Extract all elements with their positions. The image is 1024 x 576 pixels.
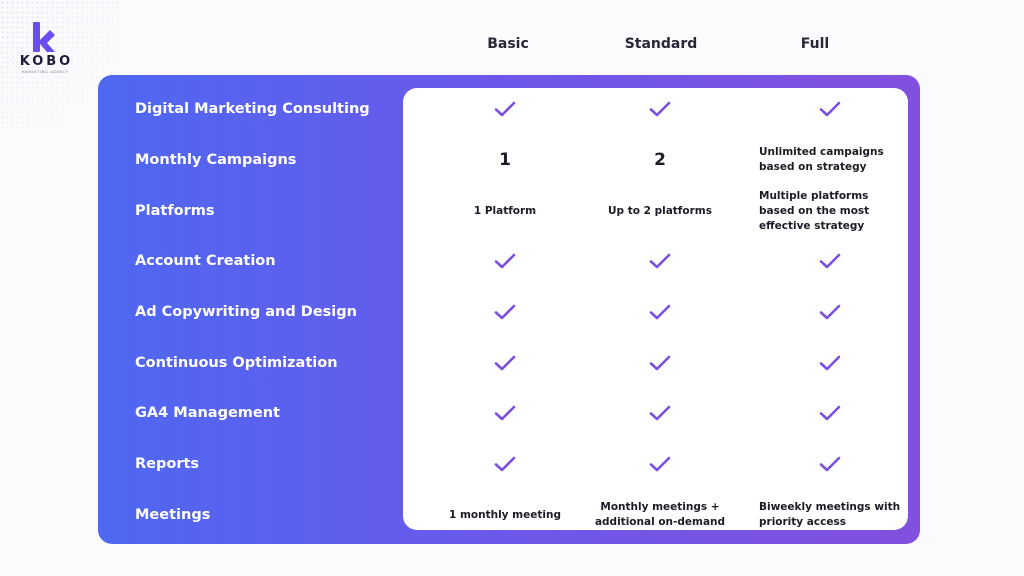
check-icon <box>819 253 841 269</box>
kobo-k-logo-icon <box>33 22 55 52</box>
cell-basic-check <box>430 236 580 286</box>
cell-full-platforms: Multiple platforms based on the most eff… <box>759 186 901 236</box>
check-icon <box>819 405 841 421</box>
cell-full-check <box>759 236 901 286</box>
check-icon <box>819 101 841 117</box>
check-icon <box>649 253 671 269</box>
cell-basic-check <box>430 439 580 489</box>
cell-full-value: Multiple platforms based on the most eff… <box>759 189 870 232</box>
cell-basic-value: 1 monthly meeting <box>449 508 561 521</box>
check-icon <box>494 101 516 117</box>
plan-header-basic: Basic <box>487 36 529 52</box>
brand-logo: KOBO MARKETING AGENCY <box>14 22 76 74</box>
cell-basic-check <box>430 84 580 134</box>
brand-name: KOBO <box>19 54 74 69</box>
feature-label-ga4-management: GA4 Management <box>135 405 280 421</box>
cell-standard-monthly-campaigns: 2 <box>585 135 735 185</box>
brand-tagline: MARKETING AGENCY <box>21 70 69 74</box>
cell-standard-check <box>585 84 735 134</box>
feature-label-continuous-optimization: Continuous Optimization <box>135 355 338 371</box>
check-icon <box>494 304 516 320</box>
feature-label-digital-marketing-consulting: Digital Marketing Consulting <box>135 101 370 117</box>
cell-standard-check <box>585 338 735 388</box>
cell-full-check <box>759 338 901 388</box>
cell-standard-value: Monthly meetings + additional on-demand <box>594 501 726 528</box>
check-icon <box>494 405 516 421</box>
cell-basic-check <box>430 338 580 388</box>
cell-basic-platforms: 1 Platform <box>430 186 580 236</box>
check-icon <box>819 355 841 371</box>
cell-standard-check <box>585 388 735 438</box>
feature-label-ad-copywriting-and-design: Ad Copywriting and Design <box>135 304 357 320</box>
check-icon <box>649 405 671 421</box>
check-icon <box>649 456 671 472</box>
cell-full-check <box>759 287 901 337</box>
plan-header-standard: Standard <box>624 36 698 52</box>
cell-full-monthly-campaigns: Unlimited campaigns based on strategy <box>759 135 901 185</box>
feature-label-monthly-campaigns: Monthly Campaigns <box>135 152 297 168</box>
check-icon <box>649 355 671 371</box>
cell-basic-value: 1 <box>499 150 511 170</box>
feature-label-account-creation: Account Creation <box>135 253 276 269</box>
check-icon <box>494 456 516 472</box>
comparison-card <box>403 88 908 530</box>
check-icon <box>819 304 841 320</box>
feature-label-reports: Reports <box>135 456 200 472</box>
cell-full-check <box>759 84 901 134</box>
cell-basic-monthly-campaigns: 1 <box>430 135 580 185</box>
cell-basic-meetings: 1 monthly meeting <box>430 490 580 540</box>
cell-standard-check <box>585 287 735 337</box>
check-icon <box>649 101 671 117</box>
cell-full-check <box>759 388 901 438</box>
cell-basic-check <box>430 287 580 337</box>
cell-full-value: Biweekly meetings with priority access <box>759 501 901 528</box>
check-icon <box>649 304 671 320</box>
cell-full-check <box>759 439 901 489</box>
cell-standard-check <box>585 236 735 286</box>
cell-standard-check <box>585 439 735 489</box>
check-icon <box>494 355 516 371</box>
cell-standard-value: Up to 2 platforms <box>608 204 712 217</box>
cell-standard-value: 2 <box>654 150 666 170</box>
plan-header-full: Full <box>800 36 830 52</box>
check-icon <box>494 253 516 269</box>
cell-basic-check <box>430 388 580 438</box>
feature-label-meetings: Meetings <box>135 507 211 523</box>
feature-label-platforms: Platforms <box>135 203 215 219</box>
cell-full-meetings: Biweekly meetings with priority access <box>759 490 901 540</box>
cell-standard-platforms: Up to 2 platforms <box>585 186 735 236</box>
cell-full-value: Unlimited campaigns based on strategy <box>759 146 884 173</box>
cell-standard-meetings: Monthly meetings + additional on-demand <box>585 490 735 540</box>
check-icon <box>819 456 841 472</box>
cell-basic-value: 1 Platform <box>473 204 537 217</box>
